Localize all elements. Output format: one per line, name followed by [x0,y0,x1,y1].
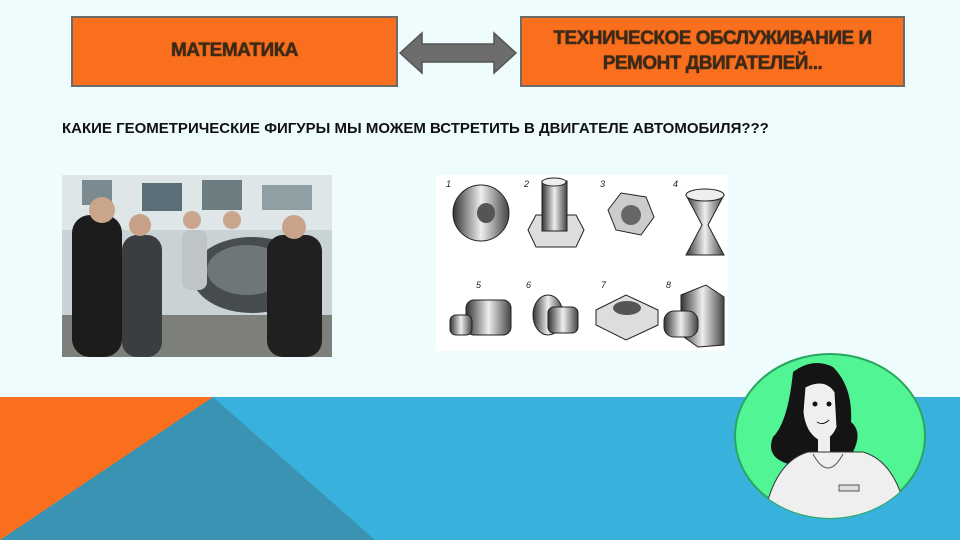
svg-text:4: 4 [673,179,678,189]
maintenance-line1: ТЕХНИЧЕСКОЕ ОБСЛУЖИВАНИЕ И [553,27,872,49]
teacher-avatar [734,353,926,519]
students-engine-photo [62,175,332,357]
double-arrow-icon [398,31,518,75]
svg-text:2: 2 [523,179,529,189]
svg-text:3: 3 [600,179,605,189]
maintenance-box: ТЕХНИЧЕСКОЕ ОБСЛУЖИВАНИЕ И РЕМОНТ ДВИГАТЕ… [520,16,905,87]
math-box: МАТЕМАТИКА [71,16,398,87]
svg-text:6: 6 [526,280,531,290]
geometric-parts-figure: 1 2 3 4 5 6 7 8 [436,175,728,351]
svg-text:5: 5 [476,280,482,290]
svg-text:7: 7 [601,280,607,290]
svg-text:1: 1 [446,179,451,189]
math-label: МАТЕМАТИКА [170,40,299,62]
question-text: КАКИЕ ГЕОМЕТРИЧЕСКИЕ ФИГУРЫ МЫ МОЖЕМ ВСТ… [62,120,769,137]
maintenance-line2: РЕМОНТ ДВИГАТЕЛЕЙ... [602,52,823,74]
svg-text:8: 8 [666,280,671,290]
